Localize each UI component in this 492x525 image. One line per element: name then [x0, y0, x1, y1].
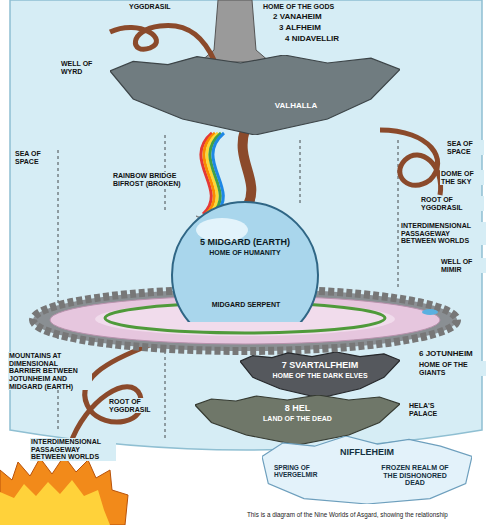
area-label: ROOT OF YGGDRASIL — [420, 196, 484, 211]
world-note: FROZEN REALM OF THE DISHONORED DEAD — [374, 464, 456, 487]
svartalfheim-island: 7 SVARTALFHEIMHOME OF THE DARK ELVES — [240, 352, 400, 398]
island-body — [110, 55, 400, 135]
area-label: 6 JOTUNHEIM — [418, 350, 474, 359]
island-outline — [110, 55, 400, 135]
world-name: 7 SVARTALFHEIM — [260, 361, 380, 371]
yggdrasil-root — [243, 130, 252, 205]
area-label: HOME OF THE GODS — [262, 3, 335, 11]
area-label: YGGDRASIL — [128, 3, 172, 11]
passage-line — [398, 140, 399, 290]
area-label: MIDGARD SERPENT — [200, 301, 292, 309]
area-label: ROOT OF YGGDRASIL — [108, 398, 162, 413]
world-name: VALHALLA — [260, 102, 332, 111]
area-label: 3 ALFHEIM — [278, 24, 322, 33]
area-label: HELA'S PALACE — [408, 402, 460, 417]
rainbow-band — [213, 133, 224, 214]
area-label: 4 NIDAVELLIR — [284, 35, 340, 44]
hel-island: 8 HELLAND OF THE DEAD — [195, 395, 400, 445]
area-label: RAINBOW BRIDGE BIFROST (BROKEN) — [112, 172, 184, 187]
area-label: SEA OF SPACE — [446, 140, 484, 155]
island-body — [240, 352, 400, 398]
island-body — [195, 395, 400, 445]
world-note: SPRING OF HVERGELMIR — [274, 464, 332, 478]
passage-line — [58, 390, 59, 432]
area-label: DOME OF THE SKY — [440, 170, 484, 185]
area-label: INTERDIMENSIONAL PASSAGEWAY BETWEEN WORL… — [30, 438, 116, 461]
area-label: HOME OF THE GIANTS — [418, 361, 486, 376]
passage-line — [165, 345, 166, 440]
area-label: 2 VANAHEIM — [272, 13, 323, 22]
world-name: NIFFLEHEIM — [322, 448, 412, 458]
area-label: MOUNTAINS AT DIMENSIONAL BARRIER BETWEEN… — [8, 352, 92, 390]
world-name: 8 HEL — [225, 404, 370, 414]
world-name: 5 MIDGARD (EARTH) — [185, 238, 305, 248]
sphere-body — [172, 202, 318, 322]
island-body — [262, 436, 472, 504]
yggdrasil-root — [380, 130, 441, 195]
area-label: SEA OF SPACE — [14, 150, 52, 165]
world-note: HOME OF THE DARK ELVES — [260, 372, 380, 380]
area-label: WELL OF MIMIR — [440, 258, 486, 273]
world-note: LAND OF THE DEAD — [225, 415, 370, 423]
world-note: HOME OF HUMANITY — [185, 249, 305, 257]
well-of-mimir — [422, 309, 438, 315]
asgard-island: VALHALLA — [110, 55, 400, 135]
area-label: INTERDIMENSIONAL PASSAGEWAY BETWEEN WORL… — [400, 222, 486, 245]
caption: This is a diagram of the Nine Worlds of … — [246, 512, 490, 519]
niffleheim-island: NIFFLEHEIM SPRING OF HVERGELMIR FROZEN REA… — [262, 436, 472, 504]
fire-realm — [0, 456, 128, 525]
passage-line — [300, 140, 301, 205]
fire-core — [0, 480, 110, 525]
area-label: WELL OF WYRD — [60, 60, 107, 75]
